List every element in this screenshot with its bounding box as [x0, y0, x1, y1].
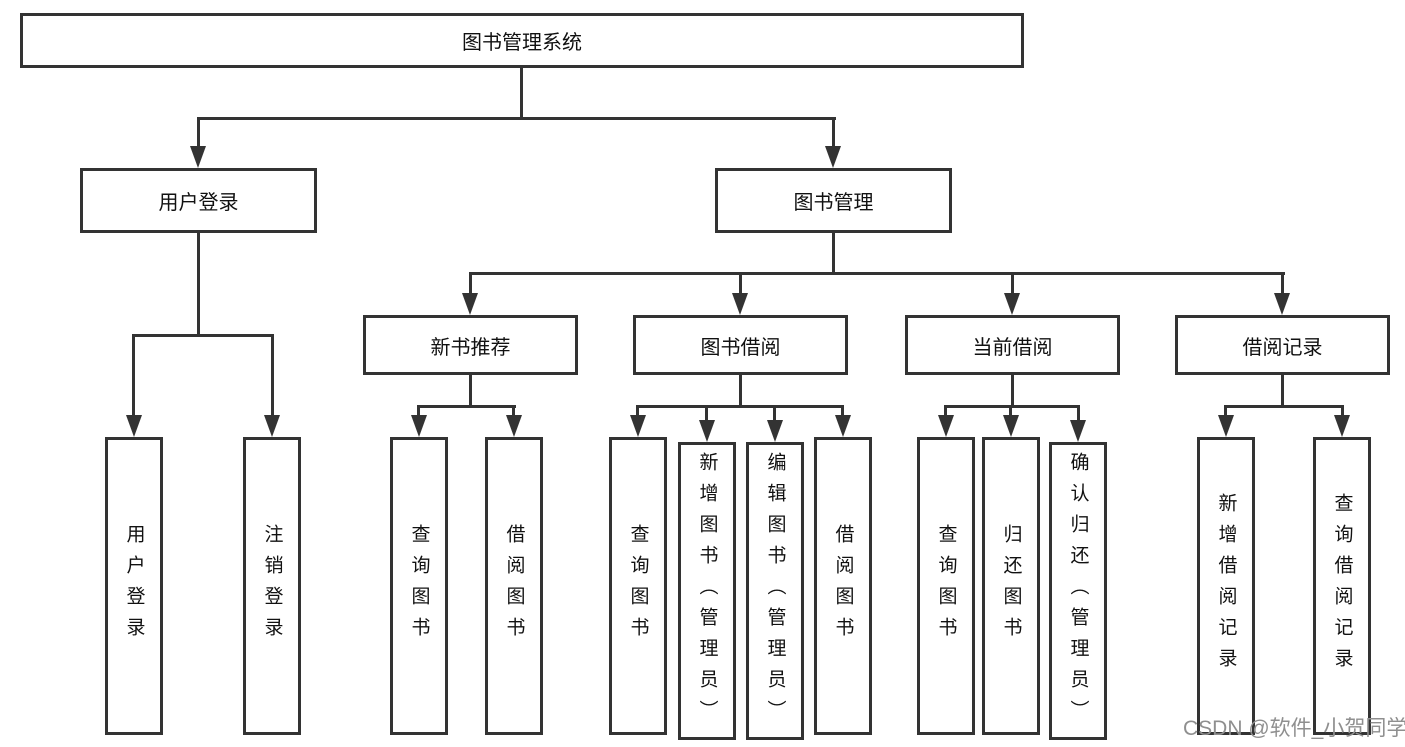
leaf-records-query-record: 查询借阅记录 [1313, 437, 1371, 735]
arrow-down-icon [630, 415, 646, 437]
node-library-management-system-label: 图书管理系统 [462, 32, 582, 54]
leaf-borrow-add-books-admin-label: 新增图书（管理员） [696, 451, 718, 731]
connector-level2-rail [197, 117, 836, 120]
connector-drop-logout-leaf [271, 334, 274, 417]
arrow-down-icon [190, 146, 206, 168]
leaf-borrow-borrow-books: 借阅图书 [814, 437, 872, 735]
connector-drop-cb-query [944, 405, 947, 417]
arrow-down-icon [767, 420, 783, 442]
connector-current-borrow-stem [1011, 375, 1014, 408]
arrow-down-icon [1070, 420, 1086, 442]
leaf-current-query-books: 查询图书 [917, 437, 975, 735]
leaf-borrow-query-books: 查询图书 [609, 437, 667, 735]
leaf-records-add-record: 新增借阅记录 [1197, 437, 1255, 735]
connector-level3-rail [469, 272, 1285, 275]
leaf-records-add-record-label: 新增借阅记录 [1215, 493, 1237, 679]
connector-drop-user-login [197, 117, 200, 148]
arrow-down-icon [411, 415, 427, 437]
arrow-down-icon [699, 420, 715, 442]
connector-root-stem [520, 68, 523, 120]
leaf-user-login: 用户登录 [105, 437, 163, 735]
connector-drop-bb-borrow [841, 405, 844, 417]
connector-user-login-rail [132, 334, 274, 337]
leaf-borrow-edit-books-admin: 编辑图书（管理员） [746, 442, 804, 740]
connector-drop-book-management [832, 117, 835, 148]
arrow-down-icon [938, 415, 954, 437]
connector-drop-br-query [1341, 405, 1344, 417]
connector-drop-borrow-records [1281, 272, 1284, 295]
arrow-down-icon [825, 146, 841, 168]
connector-drop-bb-query [636, 405, 639, 417]
leaf-current-return-books-label: 归还图书 [1000, 524, 1022, 648]
node-current-borrow: 当前借阅 [905, 315, 1120, 375]
leaf-borrow-edit-books-admin-label: 编辑图书（管理员） [764, 451, 786, 731]
connector-drop-login-leaf [132, 334, 135, 417]
leaf-logout: 注销登录 [243, 437, 301, 735]
node-book-management-label: 图书管理 [793, 192, 874, 214]
arrow-down-icon [1003, 415, 1019, 437]
connector-book-borrow-rail [636, 405, 844, 408]
arrow-down-icon [1004, 293, 1020, 315]
node-library-management-system: 图书管理系统 [20, 13, 1024, 68]
node-book-management: 图书管理 [715, 168, 952, 233]
leaf-borrow-query-books-label: 查询图书 [627, 524, 649, 648]
connector-drop-rec-borrow [512, 405, 515, 417]
connector-drop-book-borrow [739, 272, 742, 295]
arrow-down-icon [264, 415, 280, 437]
connector-recommend-rail [417, 405, 516, 408]
connector-drop-bb-edit [773, 405, 776, 422]
connector-drop-br-add [1224, 405, 1227, 417]
leaf-current-return-books: 归还图书 [982, 437, 1040, 735]
node-current-borrow-label: 当前借阅 [972, 336, 1053, 359]
leaf-user-login-label: 用户登录 [123, 524, 145, 648]
connector-book-management-stem [832, 233, 835, 275]
arrow-down-icon [1274, 293, 1290, 315]
arrow-down-icon [506, 415, 522, 437]
leaf-recommend-borrow-books-label: 借阅图书 [503, 524, 525, 648]
leaf-borrow-borrow-books-label: 借阅图书 [832, 524, 854, 648]
leaf-recommend-query-books: 查询图书 [390, 437, 448, 735]
connector-borrow-records-rail [1224, 405, 1344, 408]
connector-drop-cb-confirm [1077, 405, 1080, 422]
node-user-login-label: 用户登录 [158, 192, 239, 214]
leaf-current-confirm-return-admin-label: 确认归还（管理员） [1067, 451, 1089, 731]
node-borrow-records: 借阅记录 [1175, 315, 1390, 375]
node-new-book-recommend: 新书推荐 [363, 315, 578, 375]
arrow-down-icon [462, 293, 478, 315]
leaf-recommend-borrow-books: 借阅图书 [485, 437, 543, 735]
leaf-current-confirm-return-admin: 确认归还（管理员） [1049, 442, 1107, 740]
connector-drop-new-book-recommend [469, 272, 472, 295]
node-new-book-recommend-label: 新书推荐 [430, 336, 511, 359]
leaf-records-query-record-label: 查询借阅记录 [1331, 493, 1353, 679]
arrow-down-icon [1218, 415, 1234, 437]
leaf-logout-label: 注销登录 [261, 524, 283, 648]
connector-recommend-stem [469, 375, 472, 408]
arrow-down-icon [1334, 415, 1350, 437]
csdn-watermark: CSDN @软件_小贺同学 [1183, 717, 1405, 740]
leaf-borrow-add-books-admin: 新增图书（管理员） [678, 442, 736, 740]
arrow-down-icon [835, 415, 851, 437]
connector-drop-cb-return [1009, 405, 1012, 417]
leaf-current-query-books-label: 查询图书 [935, 524, 957, 648]
connector-drop-bb-add [705, 405, 708, 422]
arrow-down-icon [732, 293, 748, 315]
connector-user-login-stem [197, 233, 200, 337]
connector-book-borrow-stem [739, 375, 742, 408]
node-book-borrow: 图书借阅 [633, 315, 848, 375]
connector-drop-rec-query [417, 405, 420, 417]
connector-borrow-records-stem [1281, 375, 1284, 408]
node-user-login: 用户登录 [80, 168, 317, 233]
node-book-borrow-label: 图书借阅 [700, 336, 781, 359]
connector-drop-current-borrow [1011, 272, 1014, 295]
node-borrow-records-label: 借阅记录 [1242, 336, 1323, 359]
arrow-down-icon [126, 415, 142, 437]
connector-current-borrow-rail [944, 405, 1080, 408]
leaf-recommend-query-books-label: 查询图书 [408, 524, 430, 648]
